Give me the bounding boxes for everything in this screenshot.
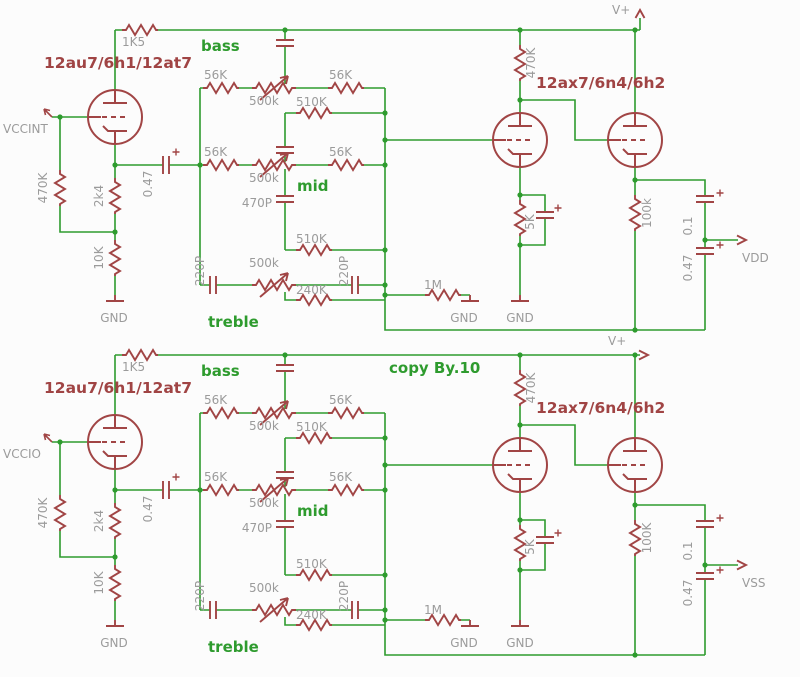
gnd-label-3: GND [506,311,534,325]
cathode-res2-value: 10K [92,570,106,594]
mid-section-label: mid [297,177,329,195]
out-cap1-value: 0.1 [681,541,695,560]
left-tube-title: 12au7/6h1/12at7 [44,379,192,397]
output-net-label: VDD [742,251,769,265]
plate-res-value: 1K5 [122,360,145,374]
mid-r-left-value: 56K [204,145,228,159]
supply-net-label: V+ [612,3,630,17]
left-tube-title: 12au7/6h1/12at7 [44,54,192,72]
mid-cap-value: 470P [242,521,272,535]
cathode-res1-value: 2k4 [92,185,106,207]
out-cathode-res-value: 100K [640,521,654,553]
right-plate-res-value: 470K [524,371,538,403]
mid-cap-value: 470P [242,196,272,210]
bass-shelf-value: 510K [296,95,328,109]
cathode-res2-value: 10K [92,245,106,269]
output-net-label: VSS [742,576,765,590]
treble-res-value: 240K [296,283,328,297]
bass-r-left-value: 56K [204,68,228,82]
treble-pot-value: 500k [249,256,279,270]
bass-r-right-value: 56K [329,393,353,407]
mid-r-right-value: 56K [329,145,353,159]
input-grid-res-value: 470K [36,171,50,203]
right-cathode-value: 5K [523,213,537,230]
mid-pot-value: 500k [249,496,279,510]
bass-shelf-value: 510K [296,420,328,434]
treble-cap-right-value: 220P [337,581,351,611]
bass-section-label: bass [201,37,240,55]
mid-shelf-value: 510K [296,557,328,571]
cathode-res1-value: 2k4 [92,510,106,532]
treble-res-value: 240K [296,608,328,622]
grid-leak-value: 1M [424,278,442,292]
treble-section-label: treble [208,638,259,656]
out-cap2-value: 0.47 [681,580,695,607]
treble-cap-left-value: 220P [193,581,207,611]
channel-note: copy By.10 [389,359,480,377]
bass-pot-value: 500k [249,419,279,433]
coupling-cap-value: 0.47 [141,171,155,198]
bass-r-right-value: 56K [329,68,353,82]
mid-r-right-value: 56K [329,470,353,484]
coupling-cap-value: 0.47 [141,496,155,523]
input-grid-res-value: 470K [36,496,50,528]
treble-pot-value: 500k [249,581,279,595]
right-cathode-value: 5K [523,538,537,555]
mid-pot-value: 500k [249,171,279,185]
treble-cap-right-value: 220P [337,256,351,286]
mid-r-left-value: 56K [204,470,228,484]
treble-section-label: treble [208,313,259,331]
gnd-label-3: GND [506,636,534,650]
input-net-label: VCCINT [3,122,48,136]
treble-cap-left-value: 220P [193,256,207,286]
bass-section-label: bass [201,362,240,380]
out-cap1-value: 0.1 [681,216,695,235]
bass-pot-value: 500k [249,94,279,108]
out-cap2-value: 0.47 [681,255,695,282]
gnd-label-2: GND [450,636,478,650]
mid-section-label: mid [297,502,329,520]
plate-res-value: 1K5 [122,35,145,49]
out-cathode-res-value: 100k [640,198,654,228]
gnd-label-1: GND [100,636,128,650]
input-net-label: VCCIO [3,447,41,461]
supply-net-label: V+ [608,334,626,348]
bass-r-left-value: 56K [204,393,228,407]
mid-shelf-value: 510K [296,232,328,246]
right-plate-res-value: 470K [524,46,538,78]
gnd-label-2: GND [450,311,478,325]
gnd-label-1: GND [100,311,128,325]
right-tube-title: 12ax7/6n4/6h2 [536,399,665,417]
right-tube-title: 12ax7/6n4/6h2 [536,74,665,92]
circuit-top-labels: 1K5 bass 12au7/6h1/12at7 V+ 56K 56K 500k… [3,3,769,331]
grid-leak-value: 1M [424,603,442,617]
circuit-bottom-labels: 1K5 bass 12au7/6h1/12at7 V+ 56K 56K 500k… [3,334,765,656]
